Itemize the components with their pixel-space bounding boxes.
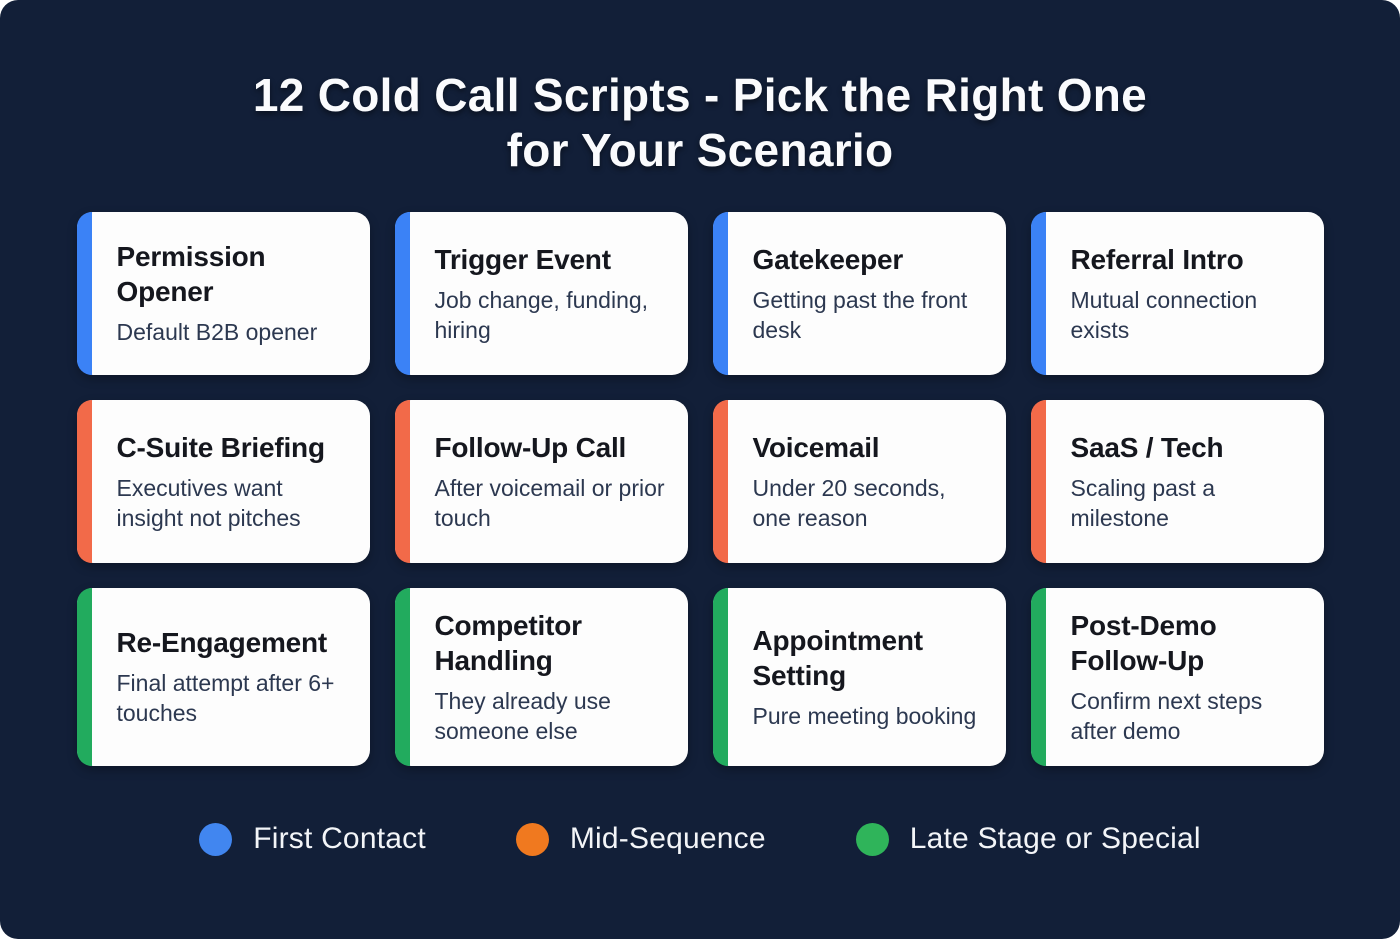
card-title: SaaS / Tech <box>1070 431 1224 463</box>
card-grid: Permission Opener Default B2B opener Tri… <box>0 212 1400 767</box>
legend-label: Late Stage or Special <box>909 822 1201 856</box>
card-subtitle: Default B2B opener <box>116 319 318 346</box>
card-subtitle: Executives want insight not pitches <box>116 474 301 531</box>
page-title: 12 Cold Call Scripts - Pick the Right On… <box>0 0 1400 178</box>
script-card-first_contact: Permission Opener Default B2B opener <box>76 212 370 376</box>
card-title: Re-Engagement <box>116 627 328 659</box>
card-title: Appointment Setting <box>752 624 924 691</box>
category-color-stripe <box>394 588 410 767</box>
script-card-late_stage_or_special: Post-Demo Follow-Up Confirm next steps a… <box>1030 588 1324 767</box>
category-color-stripe <box>712 400 728 564</box>
category-color-stripe <box>712 588 728 767</box>
legend-dot-icon <box>855 822 889 856</box>
legend-label: Mid-Sequence <box>569 822 766 856</box>
script-card-mid_sequence: C-Suite Briefing Executives want insight… <box>76 400 370 564</box>
card-title: Gatekeeper <box>752 243 904 275</box>
script-card-late_stage_or_special: Appointment Setting Pure meeting booking <box>712 588 1006 767</box>
card-subtitle: Under 20 seconds, one reason <box>752 474 946 531</box>
category-color-stripe <box>394 212 410 376</box>
card-title: Voicemail <box>752 431 880 463</box>
card-title: Follow-Up Call <box>434 431 627 463</box>
card-subtitle: Job change, funding, hiring <box>434 286 649 343</box>
card-subtitle: Getting past the front desk <box>752 286 968 343</box>
page-title-line-1: 12 Cold Call Scripts - Pick the Right On… <box>252 69 1148 121</box>
legend-item: Mid-Sequence <box>515 822 766 856</box>
legend-dot-icon <box>199 822 233 856</box>
script-card-mid_sequence: Voicemail Under 20 seconds, one reason <box>712 400 1006 564</box>
legend-dot-icon <box>515 822 549 856</box>
category-color-stripe <box>76 400 92 564</box>
legend: First Contact Mid-Sequence Late Stage or… <box>0 822 1400 856</box>
card-title: Competitor Handling <box>434 609 583 676</box>
legend-item: First Contact <box>199 822 426 856</box>
script-card-late_stage_or_special: Re-Engagement Final attempt after 6+ tou… <box>76 588 370 767</box>
script-card-mid_sequence: Follow-Up Call After voicemail or prior … <box>394 400 688 564</box>
script-card-first_contact: Referral Intro Mutual connection exists <box>1030 212 1324 376</box>
script-card-mid_sequence: SaaS / Tech Scaling past a milestone <box>1030 400 1324 564</box>
card-subtitle: Scaling past a milestone <box>1070 474 1215 531</box>
card-subtitle: After voicemail or prior touch <box>434 474 665 531</box>
card-subtitle: Mutual connection exists <box>1070 286 1258 343</box>
legend-label: First Contact <box>253 822 426 856</box>
card-subtitle: Confirm next steps after demo <box>1070 687 1263 744</box>
script-card-late_stage_or_special: Competitor Handling They already use som… <box>394 588 688 767</box>
card-subtitle: Final attempt after 6+ touches <box>116 670 335 727</box>
card-title: Trigger Event <box>434 243 612 275</box>
page-title-line-2: for Your Scenario <box>506 124 894 177</box>
script-card-first_contact: Gatekeeper Getting past the front desk <box>712 212 1006 376</box>
card-subtitle: Pure meeting booking <box>752 702 977 729</box>
category-color-stripe <box>1030 212 1046 376</box>
card-title: C-Suite Briefing <box>116 431 326 463</box>
legend-item: Late Stage or Special <box>855 822 1201 856</box>
category-color-stripe <box>76 212 92 376</box>
category-color-stripe <box>76 588 92 767</box>
category-color-stripe <box>712 212 728 376</box>
category-color-stripe <box>1030 400 1046 564</box>
script-card-first_contact: Trigger Event Job change, funding, hirin… <box>394 212 688 376</box>
category-color-stripe <box>1030 588 1046 767</box>
card-subtitle: They already use someone else <box>434 687 611 744</box>
category-color-stripe <box>394 400 410 564</box>
card-title: Referral Intro <box>1070 243 1244 275</box>
card-title: Post-Demo Follow-Up <box>1070 609 1217 676</box>
card-title: Permission Opener <box>116 241 266 308</box>
